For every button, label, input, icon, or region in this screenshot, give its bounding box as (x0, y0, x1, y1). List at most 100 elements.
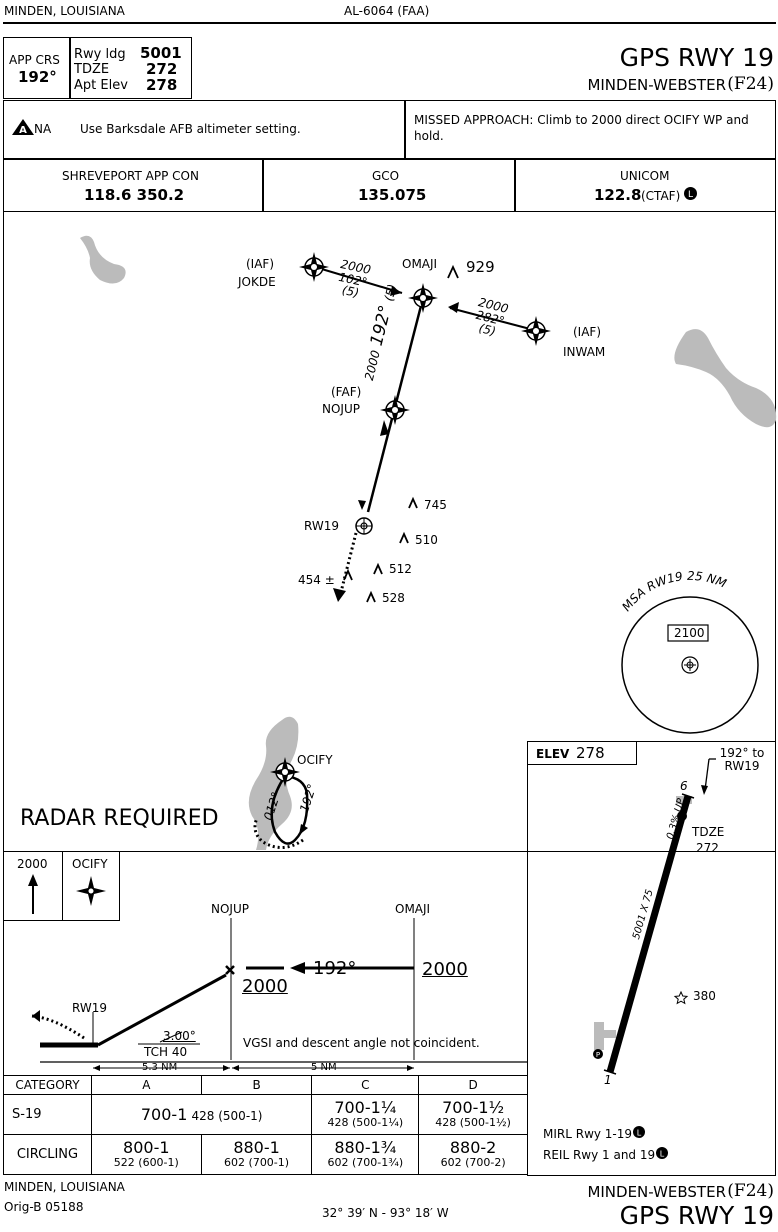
obst-380: 380 (693, 989, 716, 1003)
ocify-name: OCIFY (297, 753, 333, 767)
hdr-category: CATEGORY (3, 1075, 92, 1095)
nojup-name: NOJUP (322, 402, 360, 416)
apt-elev-label: Apt Elev (74, 78, 128, 93)
na-label: NA (34, 122, 52, 136)
comm-divider-2 (514, 158, 516, 212)
obst-528: 528 (382, 591, 405, 605)
comm-1-freq: 135.075 (358, 186, 427, 204)
reil: REIL Rwy 1 and 19 (543, 1148, 656, 1162)
jokde-name: JOKDE (238, 275, 276, 289)
svg-text:A: A (19, 125, 27, 136)
comm-2-freq: 122.8 (594, 186, 642, 204)
reil-lighting-icon: L (656, 1147, 668, 1159)
comm-2-ctaf: (CTAF) (641, 189, 681, 203)
chart-id: AL-6064 (FAA) (344, 4, 430, 18)
profile-rw19: RW19 (72, 1001, 107, 1015)
app-crs-divider (69, 37, 71, 99)
elev-label: ELEV (536, 747, 570, 761)
footer-orig: Orig-B 05188 (4, 1200, 84, 1214)
inwam-name: INWAM (563, 345, 606, 359)
row-s19-ab: 700-1 428 (500-1) (90, 1094, 313, 1135)
comm-0-freq: 118.6 350.2 (84, 186, 185, 204)
notes-vdivider (404, 100, 406, 158)
profile-nojup: NOJUP (211, 902, 249, 916)
apt-elev-value: 278 (146, 76, 178, 94)
comm-2-name: UNICOM (620, 169, 670, 183)
diagram-tdze-value: 272 (696, 841, 719, 855)
nojup-role: (FAF) (331, 385, 362, 399)
obst-745: 745 (424, 498, 447, 512)
obst-512: 512 (389, 562, 412, 576)
waypoint-nojup (380, 395, 410, 425)
ctaf-lighting-icon: L (684, 187, 697, 200)
comm-divider-1 (262, 158, 264, 212)
altimeter-note: Use Barksdale AFB altimeter setting. (80, 122, 301, 136)
hdr-a: A (90, 1075, 202, 1095)
header-top-rule (3, 22, 776, 24)
rw19-name: RW19 (304, 519, 339, 533)
rwy-ldg-label: Rwy ldg (74, 47, 126, 62)
elev-box (527, 741, 637, 765)
app-crs-box (3, 37, 192, 99)
lake-east (674, 329, 777, 428)
rwy-num-top: 6 (680, 779, 688, 793)
diagram-tdze-label: TDZE (692, 825, 725, 839)
profile-vgsi: 3.00° (163, 1029, 196, 1043)
waypoint-rw19 (355, 517, 373, 535)
missed-approach-text: MISSED APPROACH: Climb to 2000 direct OC… (414, 113, 749, 143)
notes-divider (3, 158, 776, 160)
tdze-label: TDZE (74, 62, 110, 77)
profile-alt-omaji: 2000 (422, 959, 468, 980)
lake-ocify (248, 716, 299, 850)
lake-nw (80, 235, 126, 284)
inwam-role: (IAF) (573, 325, 602, 339)
app-crs-value: 192° (18, 68, 57, 86)
minimums-table: CATEGORY A B C D S-19 700-1 428 (500-1) … (3, 1075, 528, 1175)
airport-id: (F24) (727, 74, 774, 94)
footer-airport-id: (F24) (727, 1181, 774, 1201)
footer-location: MINDEN, LOUISIANA (4, 1180, 125, 1194)
waypoint-ocify (270, 757, 300, 787)
row-s19-label: S-19 (3, 1094, 92, 1135)
mirl: MIRL Rwy 1-19 (543, 1127, 633, 1141)
hdr-d: D (418, 1075, 528, 1095)
omaji-name: OMAJI (402, 257, 438, 271)
alternate-na-icon: A (12, 119, 34, 136)
svg-text:L: L (688, 190, 693, 200)
profile-omaji: OMAJI (395, 902, 431, 916)
hdr-b: B (200, 1075, 313, 1095)
svg-text:L: L (660, 1150, 665, 1159)
radar-required: RADAR REQUIRED (20, 806, 219, 831)
airport-name: MINDEN-WEBSTER (587, 76, 726, 94)
hold-fix: OCIFY (72, 857, 108, 871)
footer-airport: MINDEN-WEBSTER (587, 1183, 726, 1201)
svg-text:P: P (596, 1051, 600, 1059)
rwy-num-bottom: 1 (604, 1073, 612, 1087)
hold-alt: 2000 (17, 857, 48, 871)
waypoint-inwam (521, 316, 551, 346)
waypoint-omaji (408, 283, 438, 313)
comm-1-name: GCO (372, 169, 400, 183)
hold-fix-box (62, 851, 120, 921)
footer-title: GPS RWY 19 (619, 1201, 774, 1230)
tdze-value: 272 (146, 60, 178, 78)
obst-510: 510 (415, 533, 438, 547)
crs-note: 192° to RW19 (719, 746, 765, 774)
profile-vgsi-note: VGSI and descent angle not coincident. (243, 1036, 480, 1050)
location-top: MINDEN, LOUISIANA (4, 4, 125, 18)
notes-comms-box (3, 100, 776, 212)
svg-text:L: L (637, 1129, 642, 1138)
msa-alt: 2100 (674, 626, 705, 640)
rwy-ldg-value: 5001 (140, 44, 182, 62)
chart-title: GPS RWY 19 (619, 43, 774, 72)
hdr-c: C (311, 1075, 420, 1095)
